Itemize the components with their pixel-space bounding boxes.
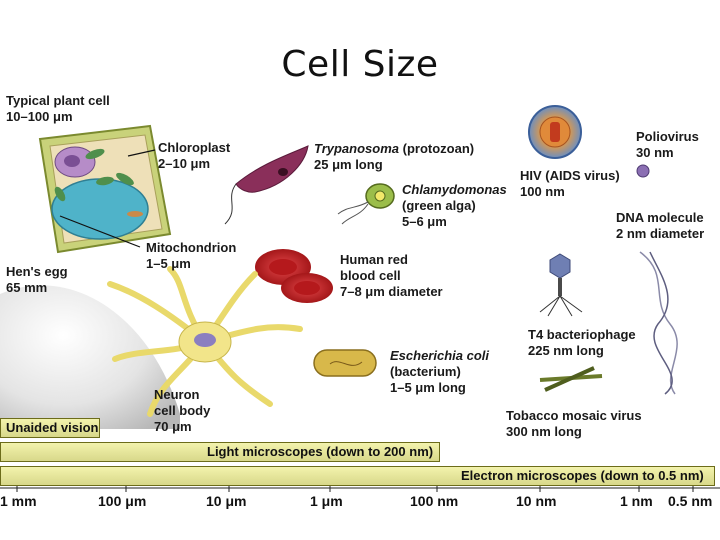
red-blood-cell-label: Human red blood cell 7–8 μm diameter	[340, 252, 443, 299]
plant-cell-label: Typical plant cell 10–100 μm	[6, 93, 110, 124]
ecoli-label: Escherichia coli (bacterium) 1–5 μm long	[390, 348, 489, 395]
dna-molecule-illustration	[639, 251, 678, 395]
scale-label-0-5nm: 0.5 nm	[668, 493, 713, 509]
trypanosoma-label: Trypanosoma (protozoan) 25 μm long	[314, 141, 475, 172]
dna-molecule-label: DNA molecule 2 nm diameter	[616, 210, 705, 241]
cell-size-figure: Typical plant cell 10–100 μm Chloroplast…	[0, 84, 720, 540]
scale-label-1mm: 1 mm	[0, 493, 37, 509]
page-title: Cell Size	[281, 44, 439, 85]
illustration-canvas	[0, 105, 720, 492]
scale-label-10nm: 10 nm	[516, 493, 557, 509]
scale-label-100nm: 100 nm	[410, 493, 459, 509]
tobacco-mosaic-virus-illustration	[539, 366, 603, 392]
scale-label-100um: 100 μm	[98, 493, 147, 509]
poliovirus-label: Poliovirus 30 nm	[636, 129, 699, 160]
red-blood-cell-illustration	[255, 249, 333, 303]
t4-bacteriophage-illustration	[539, 253, 583, 317]
mitochondrion-label: Mitochondrion 1–5 μm	[146, 240, 237, 271]
neuron-label: Neuron cell body 70 μm	[154, 387, 211, 434]
electron-microscopes-bar: Electron microscopes (down to 0.5 nm)	[0, 466, 715, 486]
poliovirus-illustration	[636, 164, 650, 178]
hens-egg-shape	[0, 285, 180, 429]
tobacco-mosaic-virus-label: Tobacco mosaic virus 300 nm long	[506, 408, 642, 439]
scale-label-1nm: 1 nm	[620, 493, 653, 509]
scale-label-1um: 1 μm	[310, 493, 343, 509]
hiv-label: HIV (AIDS virus) 100 nm	[520, 168, 620, 199]
ecoli-illustration	[313, 349, 377, 377]
scale-label-10um: 10 μm	[206, 493, 247, 509]
chlamydomonas-illustration	[337, 183, 395, 225]
light-microscopes-bar: Light microscopes (down to 200 nm)	[0, 442, 440, 462]
trypanosoma-illustration	[224, 145, 309, 225]
chlamydomonas-label: Chlamydomonas (green alga) 5–6 μm	[402, 182, 507, 229]
unaided-vision-bar: Unaided vision	[0, 418, 100, 438]
plant-cell-illustration	[38, 124, 172, 254]
hiv-illustration	[528, 105, 582, 159]
t4-bacteriophage-label: T4 bacteriophage 225 nm long	[528, 327, 636, 358]
chloroplast-label: Chloroplast 2–10 μm	[158, 140, 231, 171]
hens-egg-label: Hen's egg 65 mm	[6, 264, 68, 295]
neuron-illustration	[107, 266, 303, 417]
